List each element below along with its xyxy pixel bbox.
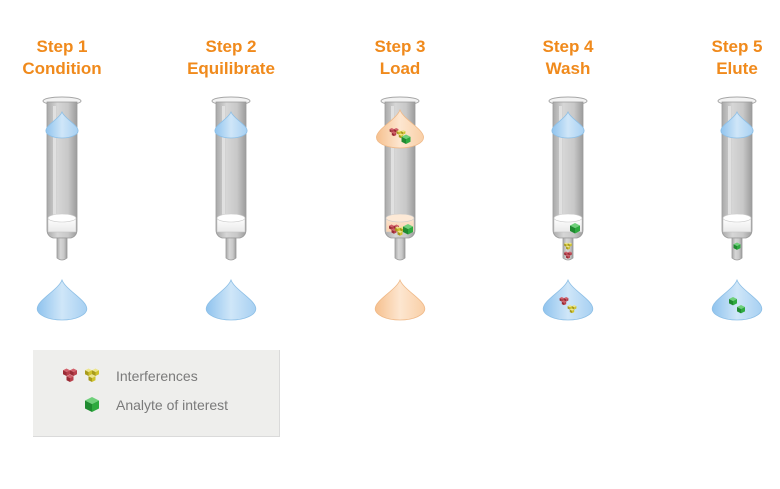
step-4-name: Wash xyxy=(545,59,591,78)
interference-yellow-icon xyxy=(396,130,406,139)
analyte-icon xyxy=(733,242,741,250)
sorbent-bed-top xyxy=(216,213,246,223)
interference-red-icon xyxy=(389,128,399,137)
analyte-icon xyxy=(729,297,737,306)
column-step-4 xyxy=(542,96,594,321)
column-highlight xyxy=(53,106,56,224)
legend: Interferences Analyte of interest xyxy=(33,350,280,437)
analyte-icon xyxy=(85,397,99,412)
sorbent-bed-top xyxy=(47,213,77,223)
column-highlight xyxy=(728,106,731,224)
column-highlight xyxy=(391,106,394,224)
step-2-name: Equilibrate xyxy=(187,59,275,78)
step-3-number: Step 3 xyxy=(374,37,426,56)
analyte-icon xyxy=(570,223,580,234)
step-1-title: Step 1 Condition xyxy=(0,36,132,80)
interference-red-icon xyxy=(564,251,572,259)
step-3-title: Step 3 Load xyxy=(330,36,470,80)
legend-label-analyte: Analyte of interest xyxy=(116,397,229,413)
column-step-1 xyxy=(36,96,88,321)
sorbent-bed-top xyxy=(385,213,415,223)
interference-red-icon xyxy=(63,368,77,382)
solvent-drop xyxy=(214,110,248,139)
step-5-name: Elute xyxy=(716,59,758,78)
legend-row-analyte: Analyte of interest xyxy=(33,395,279,417)
spe-process-diagram xyxy=(36,96,763,321)
interference-yellow-icon xyxy=(564,242,572,250)
analyte-icon xyxy=(401,134,411,144)
interference-red-icon xyxy=(559,297,569,306)
column-step-5 xyxy=(711,96,763,321)
sorbent-bed-top xyxy=(553,213,583,223)
column-step-3 xyxy=(374,96,426,321)
step-3-name: Load xyxy=(379,59,421,78)
step-5-title: Step 5 Elute xyxy=(667,36,780,80)
step-4-number: Step 4 xyxy=(542,37,594,56)
analyte-icon xyxy=(403,224,413,235)
collected-solvent-drop xyxy=(36,278,88,321)
step-5-number: Step 5 xyxy=(711,37,763,56)
step-2-number: Step 2 xyxy=(205,37,257,56)
column-step-2 xyxy=(205,96,257,321)
step-4-title: Step 4 Wash xyxy=(498,36,638,80)
step-2-title: Step 2 Equilibrate xyxy=(161,36,301,80)
analyte-icon xyxy=(737,305,745,314)
column-outlet xyxy=(225,237,237,261)
legend-row-interferences: Interferences xyxy=(33,366,279,388)
column-highlight xyxy=(559,106,562,224)
step-1-number: Step 1 xyxy=(36,37,88,56)
column-outlet xyxy=(56,237,68,261)
solvent-drop xyxy=(45,110,79,139)
interference-yellow-icon xyxy=(85,368,99,382)
step-1-name: Condition xyxy=(22,59,102,78)
sorbent-bed-top xyxy=(722,213,752,223)
column-highlight xyxy=(222,106,225,224)
sample-drop xyxy=(376,108,424,149)
collected-solvent-drop xyxy=(205,278,257,321)
solvent-drop xyxy=(551,110,585,139)
column-outlet xyxy=(394,237,406,261)
collected-sample-drop xyxy=(374,278,426,321)
legend-label-interferences: Interferences xyxy=(116,368,198,384)
solvent-drop xyxy=(720,110,754,139)
